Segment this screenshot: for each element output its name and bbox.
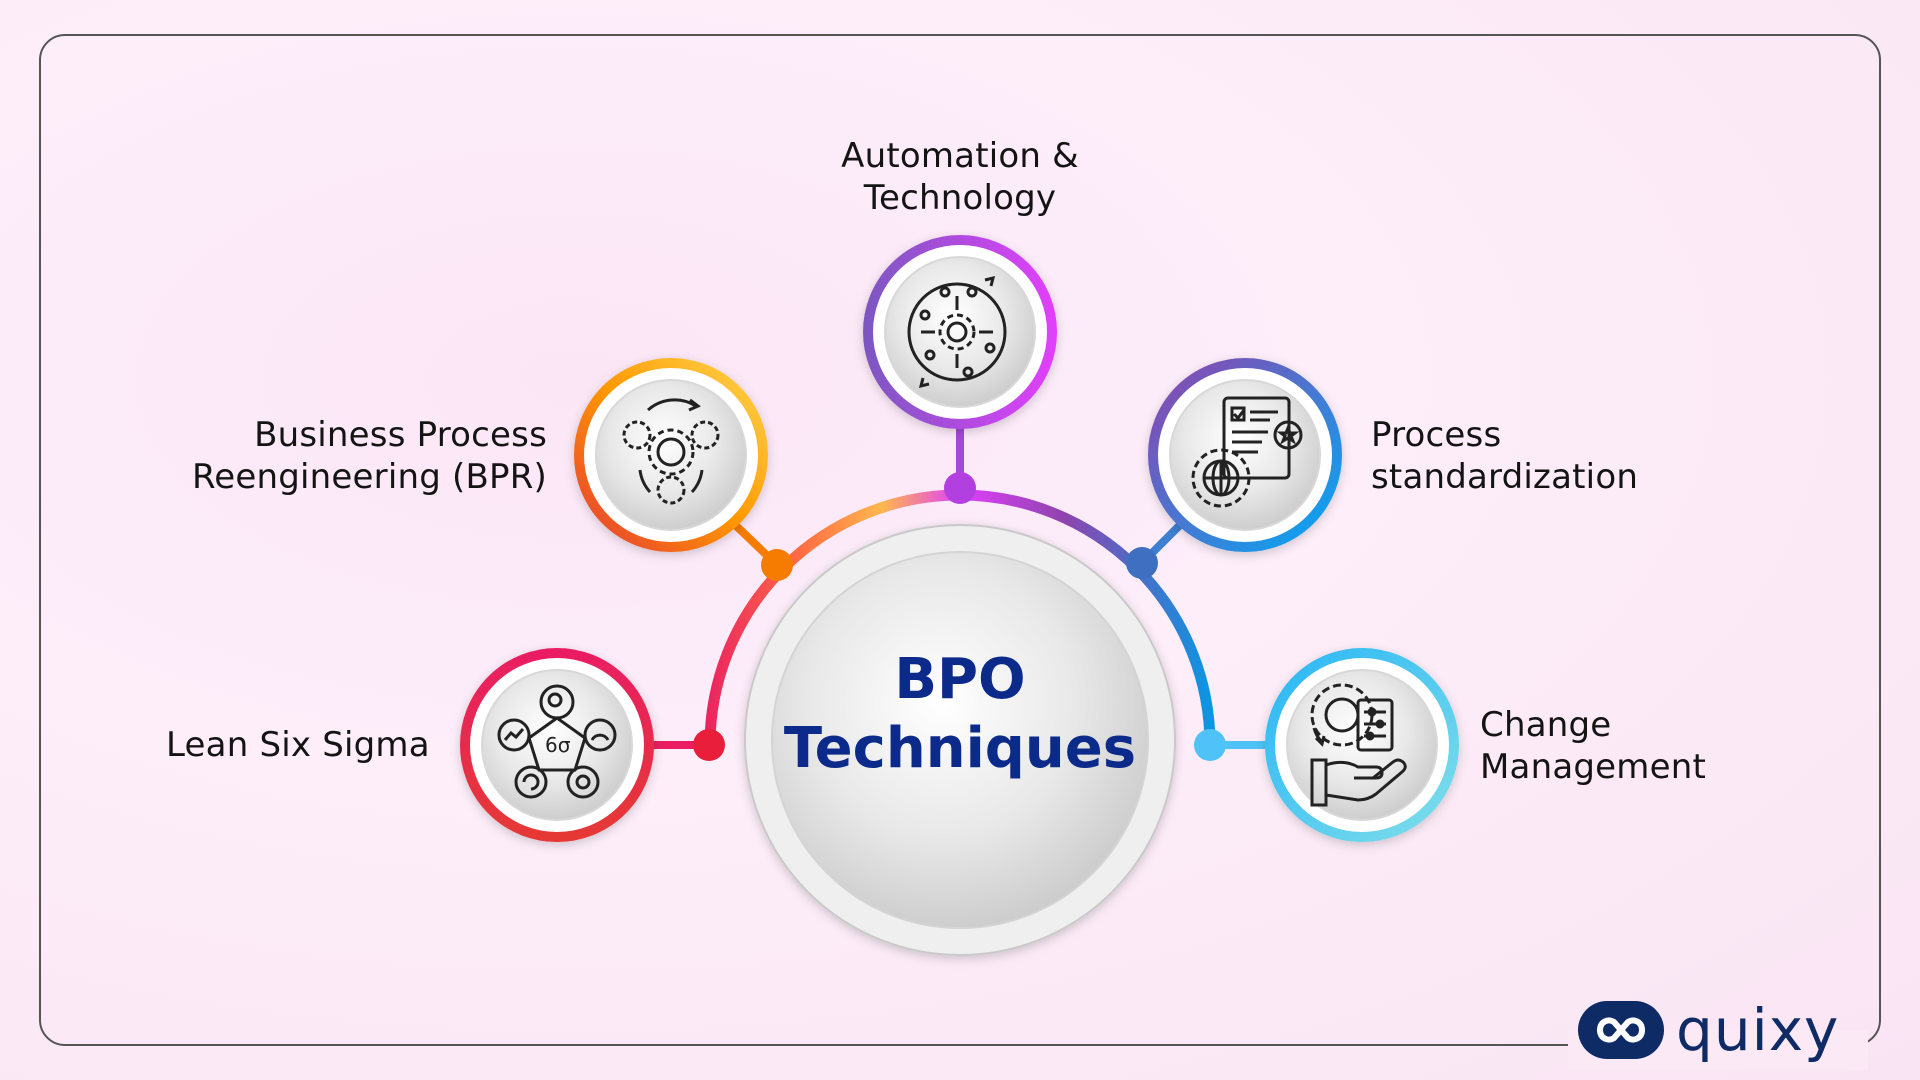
node-change-management <box>1265 648 1459 842</box>
six-sigma-icon: 6σ <box>497 684 617 799</box>
quixy-logo: quixy <box>1578 994 1839 1066</box>
hand-gear-checklist-icon <box>1310 683 1407 807</box>
joint-automation <box>944 472 976 504</box>
label-change-management: Change Management <box>1480 705 1706 787</box>
node-process-standardization <box>1148 358 1342 552</box>
node-bpr <box>574 358 768 552</box>
center-disc <box>744 524 1176 956</box>
joint-lean-six-sigma <box>693 729 725 761</box>
brand-name: quixy <box>1676 996 1840 1064</box>
label-process-standardization: Process standardization <box>1371 415 1639 497</box>
quixy-infinity-icon <box>1578 1001 1664 1059</box>
joint-bpr <box>761 549 793 581</box>
center-title-line1: BPO <box>894 647 1026 712</box>
label-bpr: Business Process Reengineering (BPR) <box>191 415 547 497</box>
svg-text:6σ: 6σ <box>545 733 571 757</box>
node-automation <box>863 235 1057 429</box>
label-lean-six-sigma: Lean Six Sigma <box>166 725 430 765</box>
document-globe-gear-icon <box>1191 396 1303 508</box>
gears-cycle-icon <box>622 398 720 505</box>
center-title-line2: Techniques <box>783 716 1137 781</box>
joint-change-management <box>1194 729 1226 761</box>
label-automation: Automation & Technology <box>841 136 1079 218</box>
joint-process-standardization <box>1126 547 1158 579</box>
node-lean-six-sigma <box>460 648 654 842</box>
content-frame <box>39 34 1881 1046</box>
automation-gear-icon <box>907 275 1007 389</box>
